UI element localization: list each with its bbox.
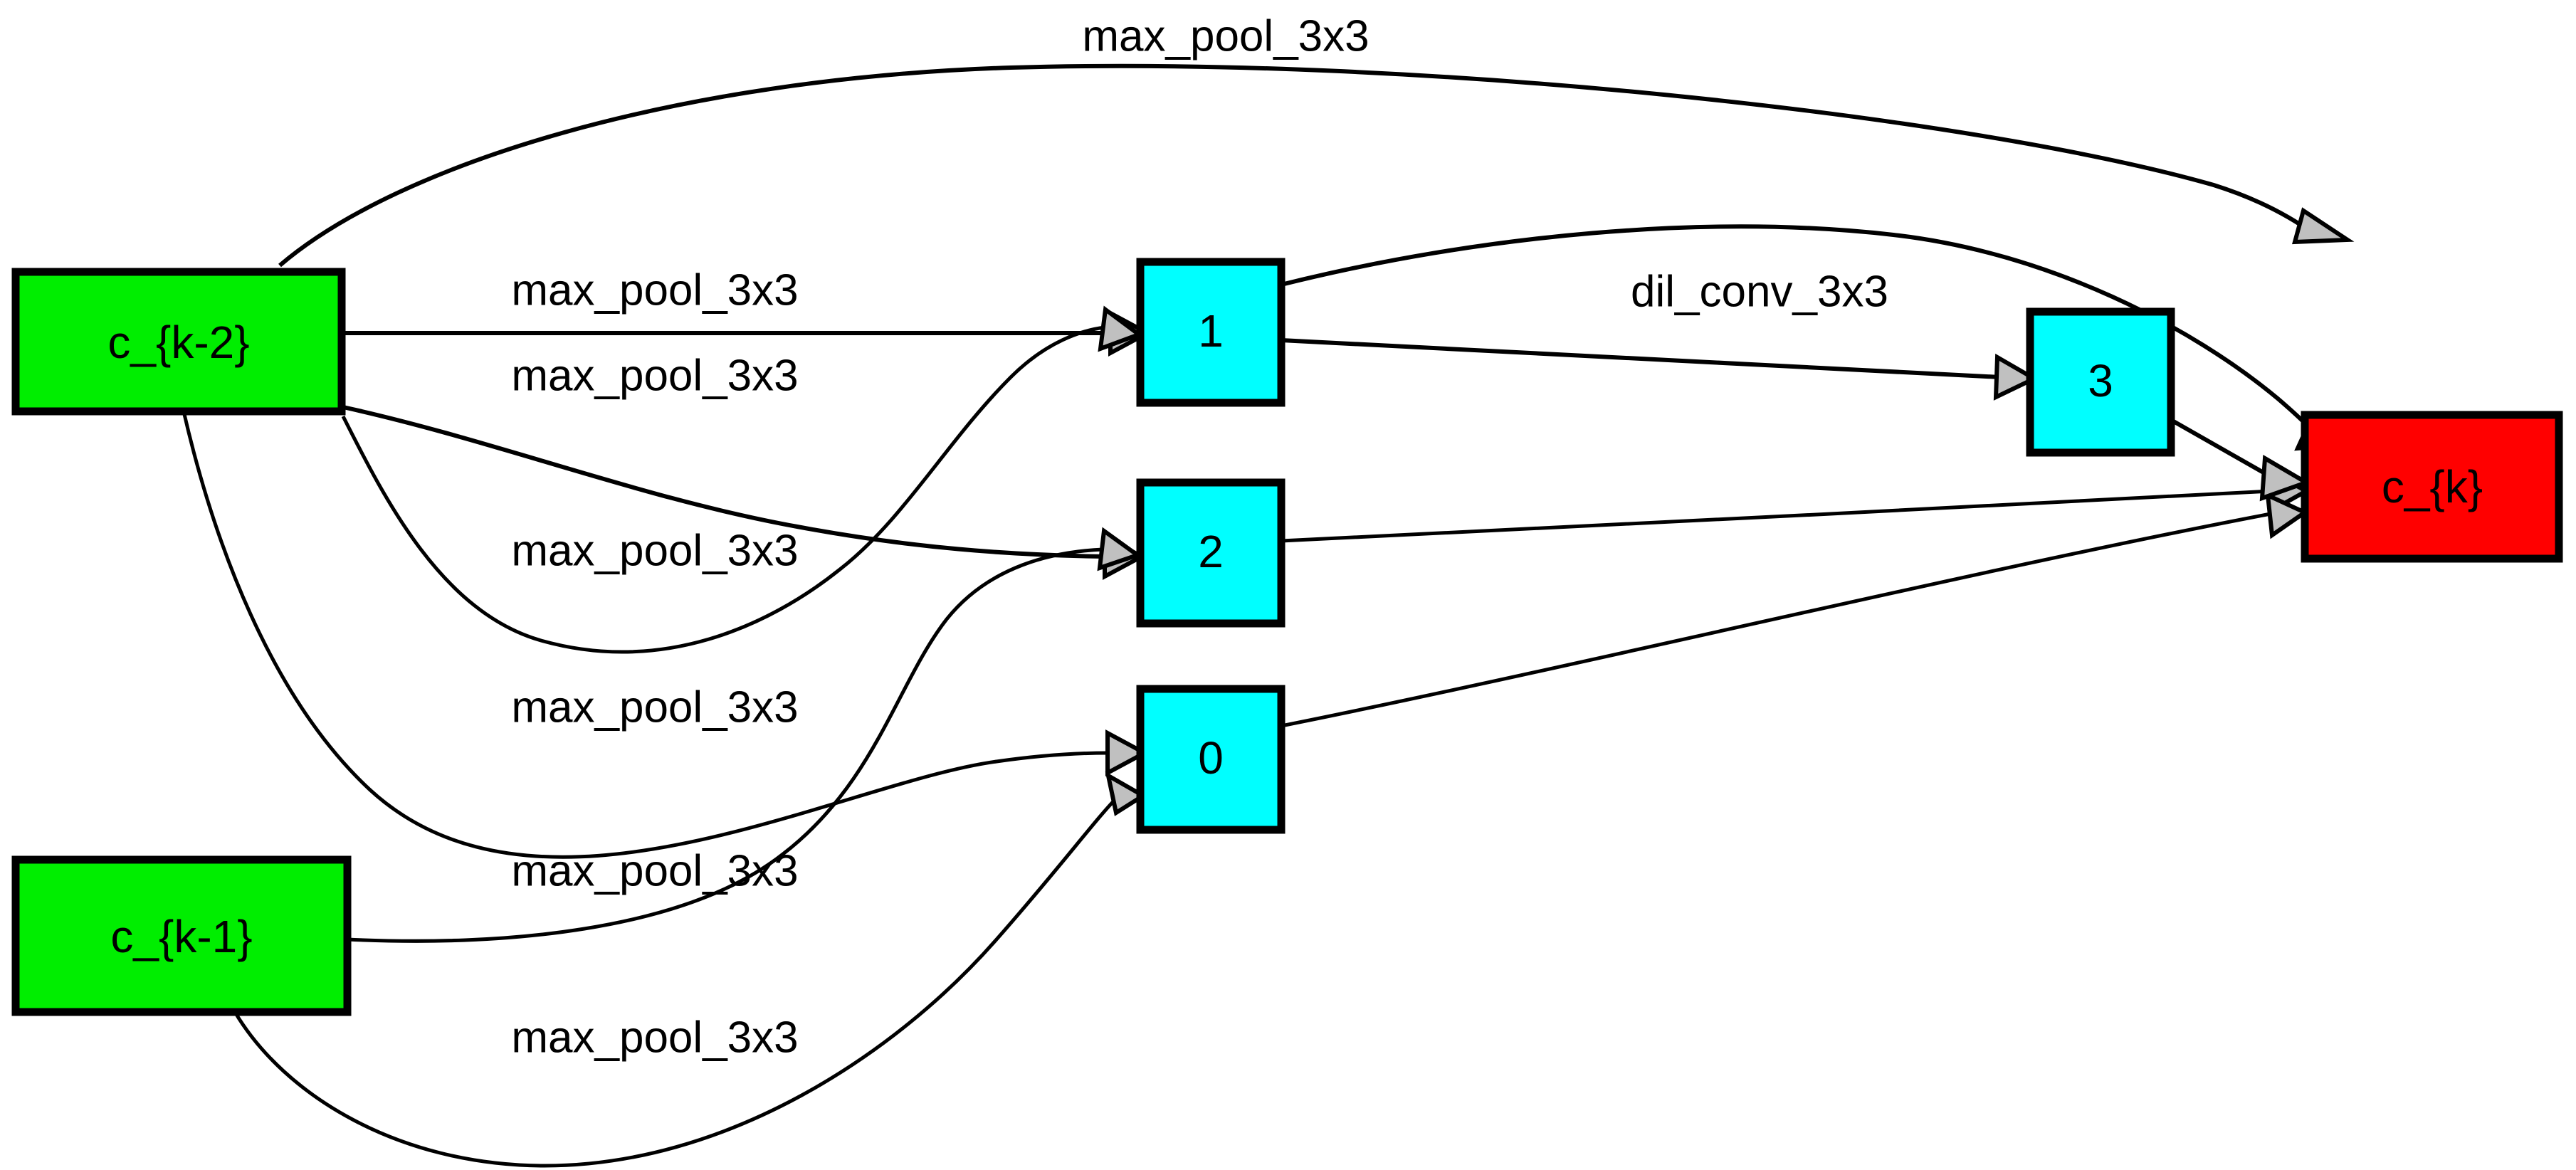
node-1[interactable]: 1	[1136, 258, 1286, 407]
edge-label-ck2-0: max_pool_3x3	[511, 682, 798, 732]
edge-ck2-to-2-second	[341, 305, 1144, 654]
node-1-label: 1	[1198, 305, 1224, 357]
node-ck1-box[interactable]	[11, 855, 352, 1016]
node-ck2-label: c_{k-2}	[107, 317, 249, 368]
edge-0-to-ck	[1281, 492, 2310, 728]
edge-3-to-ck	[2170, 418, 2312, 502]
node-ck1-label: c_{k-1}	[110, 911, 252, 962]
node-0-label: 0	[1198, 732, 1224, 784]
node-0-box[interactable]	[1136, 685, 1286, 834]
node-1-box[interactable]	[1136, 258, 1286, 407]
edge-ck1-to-0	[233, 771, 1147, 1168]
node-2-box[interactable]	[1136, 478, 1286, 628]
edge-1-to-3	[1281, 338, 2039, 401]
node-ck1[interactable]: c_{k-1}	[11, 855, 352, 1016]
edge-ck2-to-ck	[278, 63, 2355, 268]
node-ck[interactable]: c_{k}	[2301, 411, 2563, 563]
edge-labels-layer: max_pool_3x3 max_pool_3x3 max_pool_3x3 m…	[511, 11, 1888, 1062]
edge-ck2-to-1	[343, 309, 1152, 357]
node-ck-box[interactable]	[2301, 411, 2563, 563]
node-ck2[interactable]: c_{k-2}	[11, 268, 346, 416]
node-3-label: 3	[2088, 355, 2113, 406]
edge-ck1-to-2	[347, 527, 1142, 943]
edge-label-top: max_pool_3x3	[1082, 11, 1369, 60]
edges-layer	[182, 63, 2355, 1168]
edge-label-ck1-0: max_pool_3x3	[511, 1013, 798, 1062]
edge-label-dil-conv: dil_conv_3x3	[1631, 267, 1888, 316]
node-0[interactable]: 0	[1136, 685, 1286, 834]
nodes-layer: c_{k-2} c_{k-1} 1 2 0	[11, 258, 2563, 1016]
edge-label-ck1-2: max_pool_3x3	[511, 846, 798, 895]
edge-label-ck2-1: max_pool_3x3	[511, 265, 798, 315]
node-3[interactable]: 3	[2026, 307, 2175, 457]
edge-label-ck2-2b: max_pool_3x3	[511, 526, 798, 575]
node-3-box[interactable]	[2026, 307, 2175, 457]
node-ck2-box[interactable]	[11, 268, 346, 416]
node-2[interactable]: 2	[1136, 478, 1286, 628]
edge-label-ck2-2a: max_pool_3x3	[511, 351, 798, 400]
edge-2-to-ck	[1281, 467, 2311, 543]
node-ck-label: c_{k}	[2382, 461, 2483, 512]
edge-ck2-to-0	[182, 411, 1150, 859]
edge-1-to-ck	[1281, 224, 2355, 451]
node-2-label: 2	[1198, 526, 1224, 577]
